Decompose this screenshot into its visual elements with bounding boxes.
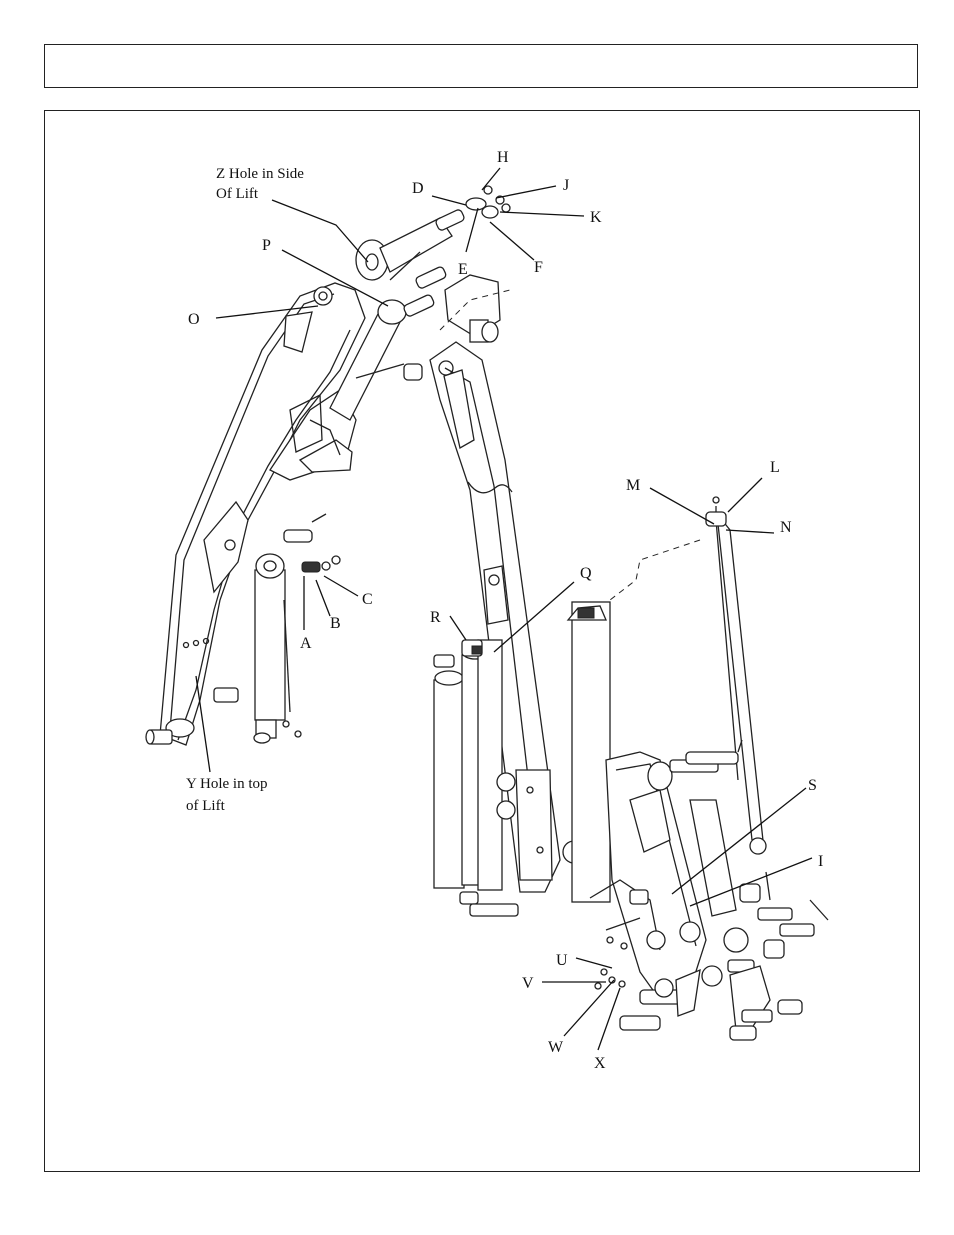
label-m: M (626, 477, 640, 494)
leader-x (597, 987, 621, 1051)
label-o: O (188, 311, 200, 328)
note-z-line1: Z Hole in Side (216, 166, 304, 182)
note-z-line2: Of Lift (216, 186, 259, 202)
leader-k (499, 211, 585, 217)
note-y-line1: Y Hole in top (186, 776, 268, 792)
label-v: V (522, 975, 534, 992)
label-i: I (818, 853, 823, 870)
label-c: C (362, 591, 373, 608)
label-f: F (534, 259, 543, 276)
right-quick-attach (589, 751, 829, 1041)
left-lift-cylinder (253, 513, 341, 744)
label-n: N (780, 519, 792, 536)
label-d: D (412, 180, 424, 197)
leader-u (575, 957, 613, 969)
leader-f (489, 221, 535, 261)
leader-l (727, 477, 763, 513)
leader-b (315, 579, 331, 617)
label-e: E (458, 261, 468, 278)
leader-lines (195, 167, 813, 1051)
label-l: L (770, 459, 780, 476)
label-j: J (563, 177, 569, 194)
label-a: A (300, 635, 312, 652)
leader-m (649, 487, 715, 525)
figure-box (44, 110, 920, 1172)
label-q: Q (580, 565, 592, 582)
leader-h (481, 167, 501, 191)
leader-r (449, 615, 467, 641)
upper-tilt-cylinder (298, 185, 511, 473)
label-h: H (497, 149, 509, 166)
leader-j (495, 185, 557, 199)
left-lift-arm (145, 282, 366, 746)
leader-c (323, 575, 359, 597)
label-s: S (808, 777, 817, 794)
leader-y (195, 675, 211, 773)
leader-o (215, 305, 319, 319)
label-p: P (262, 237, 271, 254)
leader-n (725, 529, 775, 534)
label-b: B (330, 615, 341, 632)
center-cylinders (433, 601, 611, 917)
leader-w (563, 979, 615, 1037)
leader-e (465, 207, 479, 253)
leader-q (493, 581, 575, 653)
leader-d (431, 195, 467, 206)
leader-p (281, 249, 389, 307)
label-r: R (430, 609, 441, 626)
center-upright (355, 251, 561, 893)
note-y-line2: of Lift (186, 798, 226, 814)
leader-i (689, 857, 813, 907)
label-k: K (590, 209, 602, 226)
leader-s (671, 787, 807, 895)
header-box (44, 44, 918, 88)
leader-z (271, 199, 369, 263)
label-x: X (594, 1055, 606, 1072)
label-w: W (548, 1039, 564, 1056)
label-u: U (556, 952, 568, 969)
